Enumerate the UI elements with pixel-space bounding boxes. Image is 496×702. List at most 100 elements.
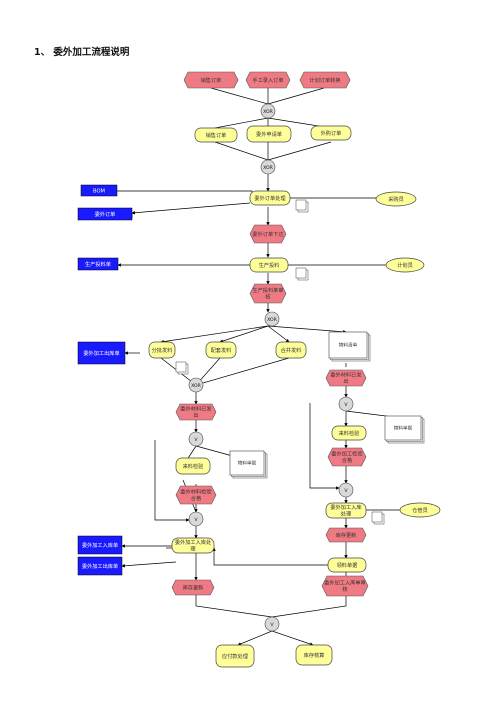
event-production-material-review-shape (249, 283, 287, 304)
flow-connector-line (154, 440, 190, 522)
paper-material-list-label: 物料清单 (339, 342, 358, 349)
function-stock-audit-label: 库存核算 (304, 651, 325, 659)
paper-material-doc-2-label: 物料单据 (394, 425, 413, 432)
function-inbound-process-2-label: 委外加工入库处理 (330, 503, 361, 517)
paper-stack-4 (371, 511, 385, 525)
paper-stack-2 (295, 267, 309, 281)
connector-v-4-label: V (344, 488, 348, 494)
event-plan-purchase (299, 71, 351, 89)
function-subcontract-request-label: 委外申请单 (256, 130, 282, 138)
connector-xor-2-shape (260, 159, 276, 175)
function-subcontract-request (246, 125, 292, 143)
connector-v-2-label: V (344, 402, 348, 408)
function-stock-audit-shape (295, 644, 333, 666)
connector-xor-4-label: XOR (191, 383, 201, 389)
event-material-issued-label: 委外材料已发出 (330, 371, 361, 385)
flow-connector-line (267, 87, 325, 105)
connector-v-1 (188, 431, 204, 447)
connector-xor-3-label: XOR (267, 317, 277, 323)
function-sales-order (194, 127, 238, 143)
connector-v-5-shape (264, 616, 280, 632)
function-stock-adjust (215, 644, 255, 668)
connector-v-3 (188, 511, 204, 527)
flow-connector-line (195, 595, 273, 618)
event-manual-entry (245, 71, 291, 89)
connector-xor-3-shape (264, 311, 280, 327)
function-production-feeding-label: 生产投料 (259, 261, 280, 269)
flow-connector-line (214, 141, 269, 161)
org-warehouse (399, 502, 441, 518)
paper-material-doc-2-shape (384, 415, 422, 441)
external-subcontract-out (77, 341, 126, 365)
external-subcontract-in (77, 535, 123, 555)
connector-v-3-label: V (194, 517, 198, 523)
function-inbound-process (171, 537, 215, 554)
event-production-material-review-label: 生产投料单审核 (252, 286, 283, 300)
org-purchasing-label: 采购员 (388, 195, 404, 203)
paper-material-doc-2 (384, 415, 425, 444)
function-stock-adjust-shape (215, 644, 255, 668)
function-subcontract-order-process-shape (249, 190, 291, 206)
function-return-material-label: 合并发料 (281, 346, 302, 354)
org-planner (385, 257, 425, 273)
paper-material-doc-label: 物料单据 (238, 460, 257, 467)
external-subcontract-order-shape (77, 207, 133, 221)
org-warehouse-shape (399, 502, 441, 518)
flow-connector-line (212, 547, 328, 566)
event-material-issued-2 (175, 403, 217, 421)
external-subcontract-in-2-label: 委外加工出库单 (82, 562, 118, 570)
function-material-check-2 (331, 425, 367, 441)
function-material-check-shape (175, 457, 211, 475)
event-sales-order (183, 71, 239, 89)
function-material-check (175, 457, 211, 475)
external-subcontract-order-label: 委外订单 (95, 210, 116, 218)
connector-v-5-label: V (270, 622, 274, 628)
external-subcontract-in-shape (77, 535, 123, 555)
flow-connector-line (267, 141, 332, 161)
function-material-check-2-shape (331, 425, 367, 441)
function-fixed-issue-label: 配套发料 (211, 346, 232, 354)
function-fixed-issue-shape (205, 341, 237, 359)
event-return-passed-label: 委外加工检验合格 (331, 450, 363, 464)
org-planner-label: 计划员 (397, 261, 413, 269)
event-subcontract-order-issue (249, 224, 287, 244)
event-inbound-review-label: 委外加工入库单审核 (324, 579, 366, 593)
event-plan-purchase-label: 计划订单转换 (309, 76, 341, 84)
function-stock-adjust-label: 应付款处理 (222, 652, 249, 660)
external-subcontract-out-label: 委外加工出库单 (83, 349, 119, 357)
connector-xor-1-shape (260, 103, 276, 119)
connector-xor-4 (188, 377, 204, 393)
connector-v-4-shape (338, 482, 354, 498)
function-external-order-shape (310, 125, 352, 141)
external-production-feeding-label: 生产投料单 (85, 260, 111, 268)
event-inspection-done-label: 委外材料检验合格 (180, 488, 212, 502)
event-stock-update-2-shape (325, 527, 367, 543)
flow-connector-line (121, 561, 177, 568)
event-stock-update-2 (325, 527, 367, 543)
function-fixed-issue (205, 341, 237, 359)
function-return-material-shape (275, 341, 307, 359)
function-external-order-label: 外购订单 (321, 129, 342, 137)
function-stock-audit (295, 644, 333, 666)
external-bom-shape (80, 184, 118, 197)
function-inbound-process-shape (171, 537, 215, 554)
connector-v-2 (338, 396, 354, 412)
external-production-feeding (77, 257, 119, 271)
event-material-issued-2-label: 委外材料已发出 (180, 405, 211, 419)
function-subcontract-order-process (249, 190, 291, 206)
function-production-feeding-shape (249, 257, 289, 273)
connector-v-2-shape (338, 396, 354, 412)
event-plan-purchase-shape (299, 71, 351, 89)
page-heading: 1、 委外加工流程说明 (34, 47, 130, 58)
event-material-issued-2-shape (175, 403, 217, 421)
external-production-feeding-shape (77, 257, 119, 271)
event-material-issued (325, 369, 367, 387)
paper-material-list (328, 331, 371, 362)
org-purchasing-shape (375, 191, 417, 207)
external-subcontract-in-label: 委外加工入库单 (82, 541, 118, 549)
connector-xor-3 (264, 311, 280, 327)
paper-stack-1 (295, 199, 309, 213)
connector-v-5 (264, 616, 280, 632)
connector-v-4 (338, 482, 354, 498)
event-return-passed-shape (327, 447, 367, 467)
